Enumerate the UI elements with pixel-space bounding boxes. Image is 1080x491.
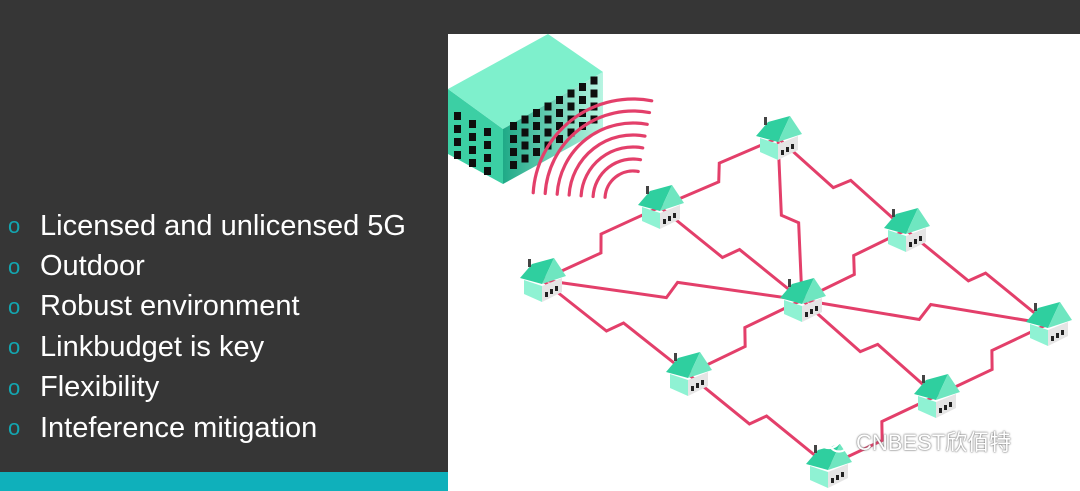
house-icon <box>1026 302 1072 346</box>
window <box>521 154 529 163</box>
bullet-item: o Robust environment <box>8 287 448 327</box>
wireless-link-icon <box>905 228 1049 326</box>
signal-arc <box>579 145 645 198</box>
signal-arc <box>567 133 647 197</box>
watermark: CNBEST欣佰特 <box>816 425 1011 457</box>
house-icon <box>806 444 852 488</box>
window <box>567 128 575 137</box>
window <box>469 146 476 154</box>
house-icon <box>520 258 566 302</box>
watermark-text: CNBEST欣佰特 <box>856 430 1012 455</box>
wireless-link-icon <box>541 205 661 282</box>
house-icon <box>638 185 684 229</box>
bullet-item: o Linkbudget is key <box>8 327 448 367</box>
wireless-link-icon <box>801 298 937 398</box>
window <box>521 141 529 150</box>
wireless-link-icon <box>801 228 907 302</box>
window <box>590 89 598 98</box>
window <box>469 159 476 167</box>
wireless-link-icon <box>659 205 803 302</box>
window <box>510 148 517 156</box>
signal-arc <box>555 121 649 196</box>
houses <box>520 116 1072 488</box>
window <box>556 122 563 130</box>
wireless-signal-icon <box>531 97 654 199</box>
bullet-marker: o <box>8 253 21 279</box>
wireless-link-icon <box>687 372 829 468</box>
bullet-text: Linkbudget is key <box>40 330 265 363</box>
window <box>533 122 540 130</box>
window <box>544 115 552 124</box>
window <box>533 135 540 143</box>
window <box>567 89 575 98</box>
wireless-link-icon <box>687 298 803 376</box>
bullet-marker: o <box>8 213 21 239</box>
window <box>510 161 517 169</box>
window <box>590 76 598 85</box>
window <box>521 128 529 137</box>
signal-arc <box>543 109 652 196</box>
bullet-item: o Inteference mitigation <box>8 408 448 448</box>
window <box>556 135 563 143</box>
bullet-item: o Licensed and unlicensed 5G <box>8 206 448 246</box>
house-icon <box>884 208 930 252</box>
window <box>484 128 491 136</box>
signal-arc <box>531 97 654 195</box>
wireless-link-icon <box>659 136 779 209</box>
wireless-link-icon <box>541 278 803 302</box>
window <box>454 138 461 146</box>
window <box>454 125 461 133</box>
window <box>567 102 575 111</box>
window <box>544 102 552 111</box>
window <box>510 135 517 143</box>
wireless-link-icon <box>541 278 689 376</box>
bullet-text: Outdoor <box>40 250 145 283</box>
window <box>484 141 491 149</box>
window <box>454 151 461 159</box>
bullet-marker: o <box>8 415 21 441</box>
wireless-link-icon <box>827 394 937 468</box>
bullet-text: Licensed and unlicensed 5G <box>40 209 406 242</box>
window <box>469 120 476 128</box>
bullet-text: Inteference mitigation <box>40 411 318 444</box>
wireless-link-icon <box>776 137 804 301</box>
bullet-marker: o <box>8 374 21 400</box>
bullet-text: Flexibility <box>40 371 160 404</box>
signal-arc <box>603 169 640 199</box>
wechat-icon <box>816 428 850 453</box>
window <box>510 122 517 130</box>
window <box>556 96 563 104</box>
window <box>469 133 476 141</box>
window <box>454 112 461 120</box>
window <box>533 109 540 117</box>
house-icon <box>756 116 802 160</box>
wireless-link-icon <box>801 298 1049 326</box>
house-icon <box>666 352 712 396</box>
bullet-text: Robust environment <box>40 290 300 323</box>
wireless-links <box>541 136 1049 468</box>
window <box>544 128 552 137</box>
wireless-link-icon <box>935 322 1049 398</box>
window <box>579 83 586 91</box>
bullet-item: o Flexibility <box>8 368 448 408</box>
bullet-marker: o <box>8 293 21 319</box>
house-icon <box>914 374 960 418</box>
window <box>533 148 540 156</box>
house-icon <box>780 278 826 322</box>
window <box>484 154 491 162</box>
bullet-marker: o <box>8 334 21 360</box>
window <box>521 115 529 124</box>
wireless-link-icon <box>776 136 908 232</box>
mesh-network-illustration <box>448 34 1080 491</box>
bullet-item: o Outdoor <box>8 246 448 286</box>
window <box>579 96 586 104</box>
window <box>484 167 491 175</box>
signal-arc <box>591 157 643 199</box>
window <box>556 109 563 117</box>
